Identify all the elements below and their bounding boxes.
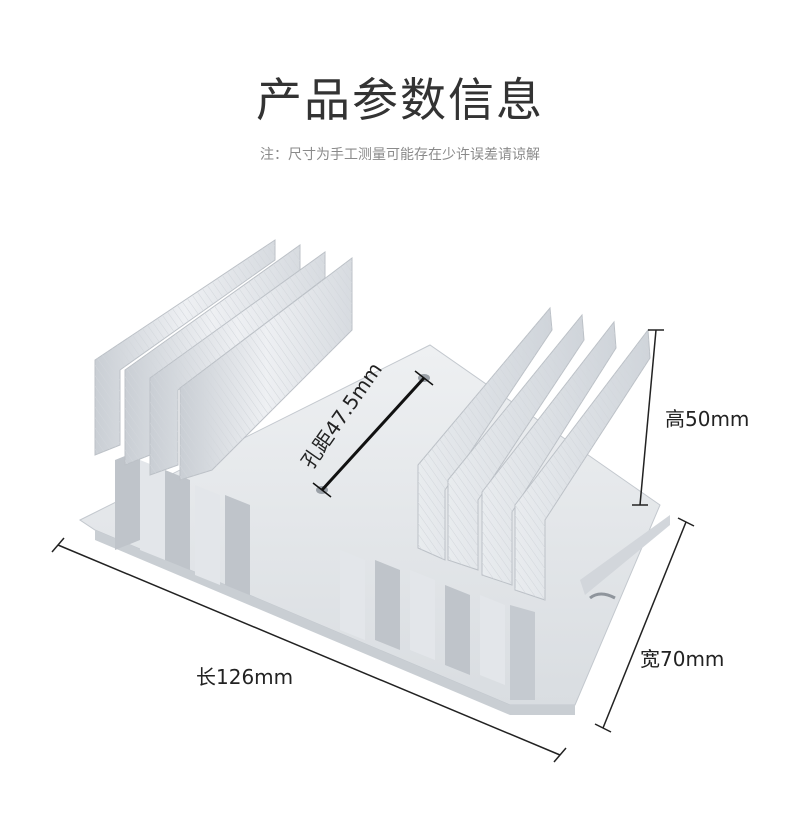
lower-fins — [115, 450, 535, 700]
width-dimension: 宽70mm — [594, 517, 724, 733]
height-label: 高50mm — [665, 407, 749, 431]
measurement-note: 注：尺寸为手工测量可能存在少许误差请谅解 — [260, 147, 540, 163]
width-label: 宽70mm — [640, 647, 724, 671]
page-title: 产品参数信息 — [256, 73, 544, 127]
left-fins — [94, 239, 353, 481]
right-fins — [417, 306, 651, 601]
height-dimension: 高50mm — [632, 329, 749, 506]
length-dimension: 长126mm — [51, 537, 567, 763]
length-label: 长126mm — [196, 665, 293, 689]
